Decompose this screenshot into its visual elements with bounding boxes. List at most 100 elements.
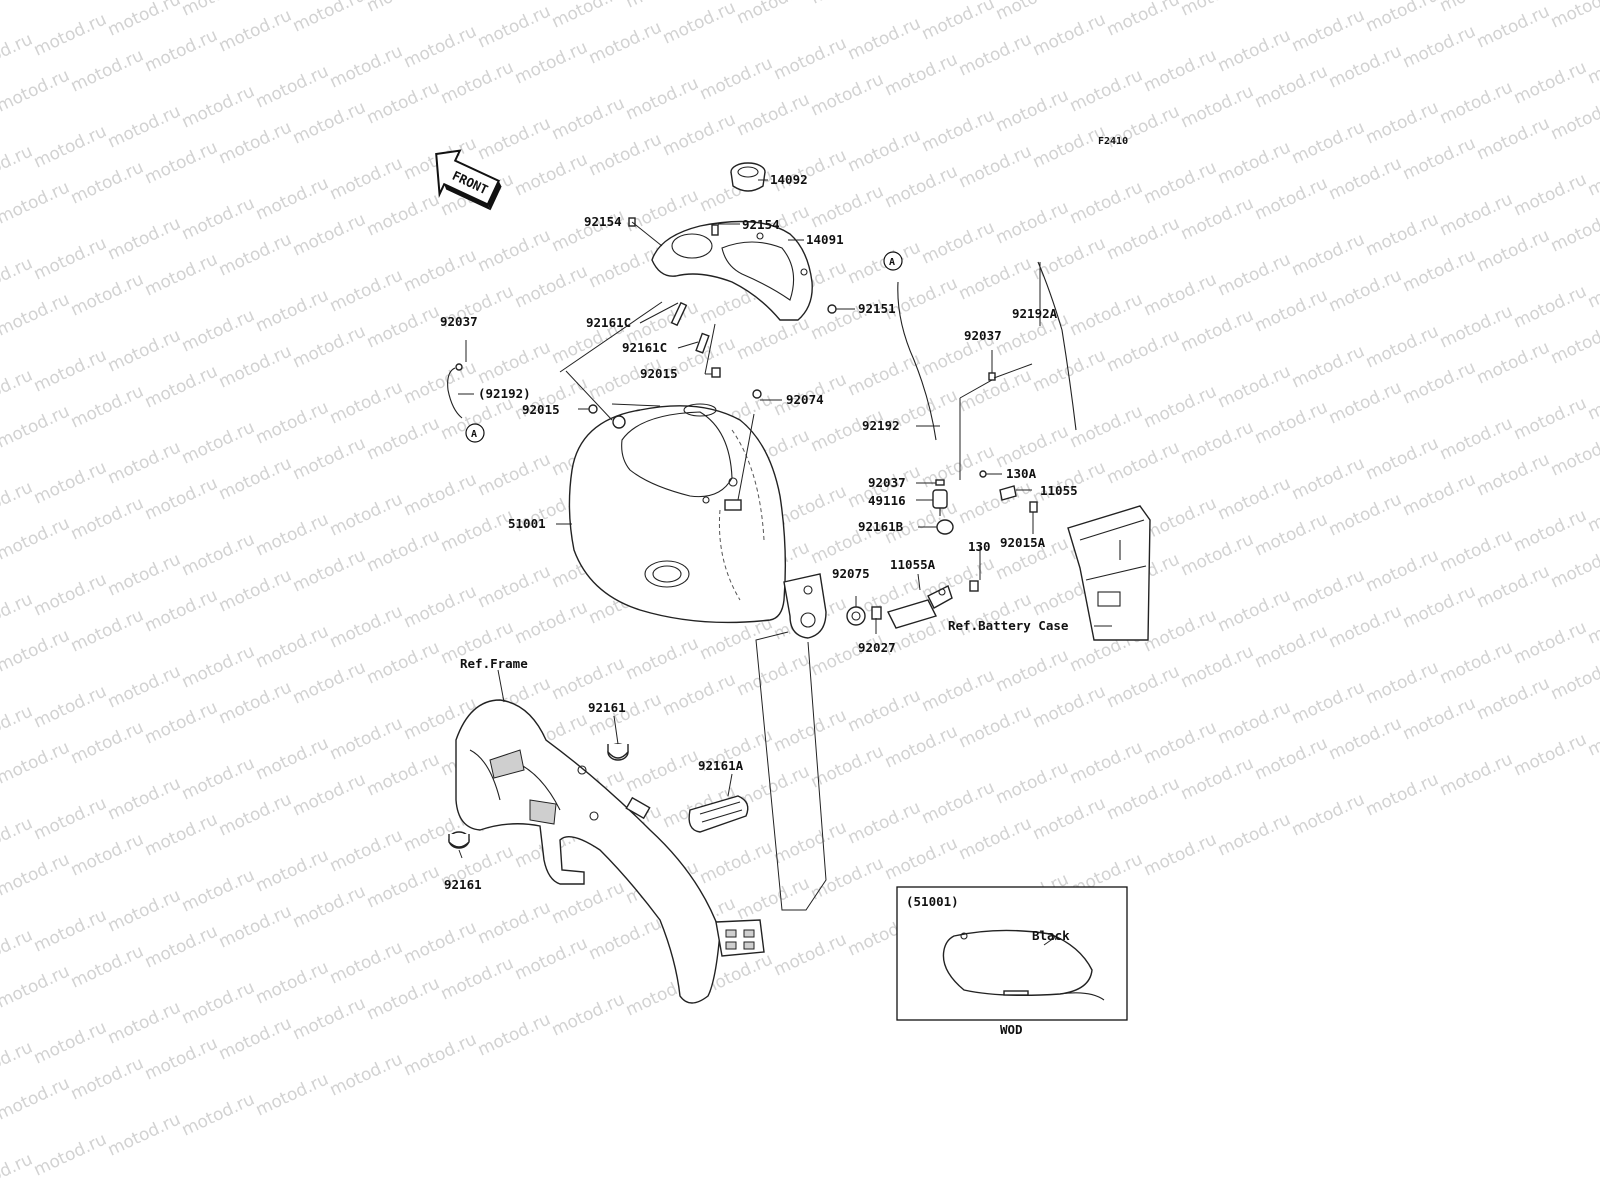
watermark-text: motod.ru xyxy=(142,585,221,636)
watermark-text: motod.ru xyxy=(290,769,369,820)
watermark-text: motod.ru xyxy=(993,757,1072,808)
watermark-text: motod.ru xyxy=(1326,377,1405,428)
watermark-text: motod.ru xyxy=(290,993,369,1044)
watermark-text: motod.ru xyxy=(1585,261,1600,312)
watermark-text: motod.ru xyxy=(1178,193,1257,244)
watermark-text: motod.ru xyxy=(919,777,998,828)
watermark-text: motod.ru xyxy=(290,433,369,484)
watermark-text: motod.ru xyxy=(1289,229,1368,280)
fuel-tank xyxy=(568,403,787,624)
watermark-text: motod.ru xyxy=(327,489,406,540)
grommet-tank-left xyxy=(612,415,626,429)
watermark-text: motod.ru xyxy=(623,633,702,684)
watermark-text: motod.ru xyxy=(1363,545,1442,596)
watermark-text: motod.ru xyxy=(1252,397,1331,448)
watermark-text: motod.ru xyxy=(475,897,554,948)
damper-92161a xyxy=(688,795,749,833)
watermark-text: motod.ru xyxy=(1289,565,1368,616)
label-92075: 92075 xyxy=(832,566,870,581)
watermark-text: motod.ru xyxy=(1141,157,1220,208)
watermark-text: motod.ru xyxy=(660,669,739,720)
watermark-text: motod.ru xyxy=(1141,829,1220,880)
battery-case xyxy=(1067,505,1151,641)
watermark-text: motod.ru xyxy=(771,817,850,868)
watermark-text: motod.ru xyxy=(1252,61,1331,112)
watermark-text: motod.ru xyxy=(216,789,295,840)
watermark-text: motod.ru xyxy=(845,13,924,64)
watermark-text: motod.ru xyxy=(1511,281,1590,332)
watermark-text: motod.ru xyxy=(31,905,110,956)
watermark-text: motod.ru xyxy=(512,261,591,312)
watermark-text: motod.ru xyxy=(771,929,850,980)
label-92154-left: 92154 xyxy=(584,214,622,229)
watermark-text: motod.ru xyxy=(0,477,36,528)
watermark-text: motod.ru xyxy=(438,57,517,108)
watermark-text: motod.ru xyxy=(31,233,110,284)
watermark-text: motod.ru xyxy=(623,745,702,796)
watermark-text: motod.ru xyxy=(956,813,1035,864)
watermark-text: motod.ru xyxy=(1474,561,1553,612)
watermark-text: motod.ru xyxy=(993,421,1072,472)
watermark-text: motod.ru xyxy=(31,1017,110,1068)
watermark-text: motod.ru xyxy=(697,837,776,888)
watermark-text: motod.ru xyxy=(290,0,369,37)
watermark-text: motod.ru xyxy=(216,453,295,504)
watermark-text: motod.ru xyxy=(105,325,184,376)
bolt-130a xyxy=(979,470,987,478)
damper-92015-center xyxy=(711,367,721,378)
watermark-text: motod.ru xyxy=(882,721,961,772)
watermark-text: motod.ru xyxy=(1030,345,1109,396)
watermark-text: motod.ru xyxy=(512,933,591,984)
grommet-92161b xyxy=(936,519,954,535)
watermark-text: motod.ru xyxy=(105,0,184,41)
label-14091: 14091 xyxy=(806,232,844,247)
watermark-text: motod.ru xyxy=(0,253,36,304)
inset-part-ref: (51001) xyxy=(906,894,959,909)
watermark-text: motod.ru xyxy=(216,341,295,392)
watermark-text: motod.ru xyxy=(1548,317,1600,368)
watermark-text: motod.ru xyxy=(1585,485,1600,536)
watermark-text: motod.ru xyxy=(882,273,961,324)
watermark-text: motod.ru xyxy=(1067,401,1146,452)
watermark-text: motod.ru xyxy=(327,377,406,428)
watermark-text: motod.ru xyxy=(0,65,73,116)
watermark-text: motod.ru xyxy=(1252,621,1331,672)
watermark-text: motod.ru xyxy=(882,161,961,212)
label-92037-left: 92037 xyxy=(440,314,478,329)
watermark-text: motod.ru xyxy=(290,657,369,708)
watermark-text: motod.ru xyxy=(1215,137,1294,188)
watermark-text: motod.ru xyxy=(142,1033,221,1084)
watermark-text: motod.ru xyxy=(956,29,1035,80)
watermark-text: motod.ru xyxy=(623,0,702,13)
watermark-text: motod.ru xyxy=(68,45,147,96)
watermark-text: motod.ru xyxy=(1548,429,1600,480)
svg-text:A: A xyxy=(889,257,895,268)
watermark-text: motod.ru xyxy=(142,921,221,972)
watermark-text: motod.ru xyxy=(1289,677,1368,728)
watermark-text: motod.ru xyxy=(105,661,184,712)
watermark-text: motod.ru xyxy=(1215,473,1294,524)
watermark-text: motod.ru xyxy=(290,97,369,148)
watermark-text: motod.ru xyxy=(956,141,1035,192)
watermark-text: motod.ru xyxy=(1548,653,1600,704)
tank-cover xyxy=(651,220,813,321)
watermark-text: motod.ru xyxy=(993,645,1072,696)
watermark-text: motod.ru xyxy=(401,917,480,968)
watermark-text: motod.ru xyxy=(327,153,406,204)
watermark-text: motod.ru xyxy=(1474,113,1553,164)
watermark-text: motod.ru xyxy=(364,0,443,17)
watermark-text: motod.ru xyxy=(845,685,924,736)
watermark-text: motod.ru xyxy=(1548,541,1600,592)
bolt-92074 xyxy=(752,389,762,399)
watermark-text: motod.ru xyxy=(1548,0,1600,33)
watermark-text: motod.ru xyxy=(1215,809,1294,860)
label-11055a: 11055A xyxy=(890,557,936,572)
watermark-text: motod.ru xyxy=(586,17,665,68)
watermark-text: motod.ru xyxy=(142,249,221,300)
bolt-92154-right xyxy=(711,224,719,236)
watermark-text: motod.ru xyxy=(327,1049,406,1100)
clamp-92037-upper xyxy=(988,372,996,381)
leader-lines xyxy=(458,179,1112,941)
watermark-text: motod.ru xyxy=(734,873,813,924)
